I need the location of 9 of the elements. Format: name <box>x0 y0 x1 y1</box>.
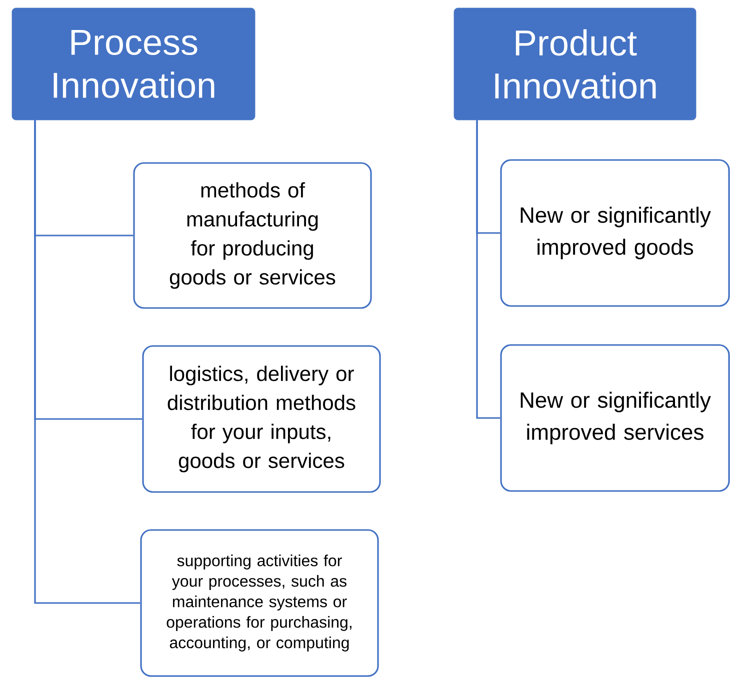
heading-box: Product Innovation <box>454 8 696 120</box>
heading-box: Process Innovation <box>12 8 256 120</box>
connector-line <box>34 120 140 604</box>
text-box: New or significantly improved services <box>500 344 730 492</box>
text-box: methods of manufacturing for producing goods or services <box>133 162 372 309</box>
text-box: supporting activities for your processes, such as maintenance systems or operations for purchasing, accounting, or computing <box>140 529 379 677</box>
text-box: logistics, delivery or distribution methods for your inputs, goods or services <box>142 345 381 493</box>
connector-line <box>476 120 500 419</box>
text-box: New or significantly improved goods <box>500 159 730 307</box>
